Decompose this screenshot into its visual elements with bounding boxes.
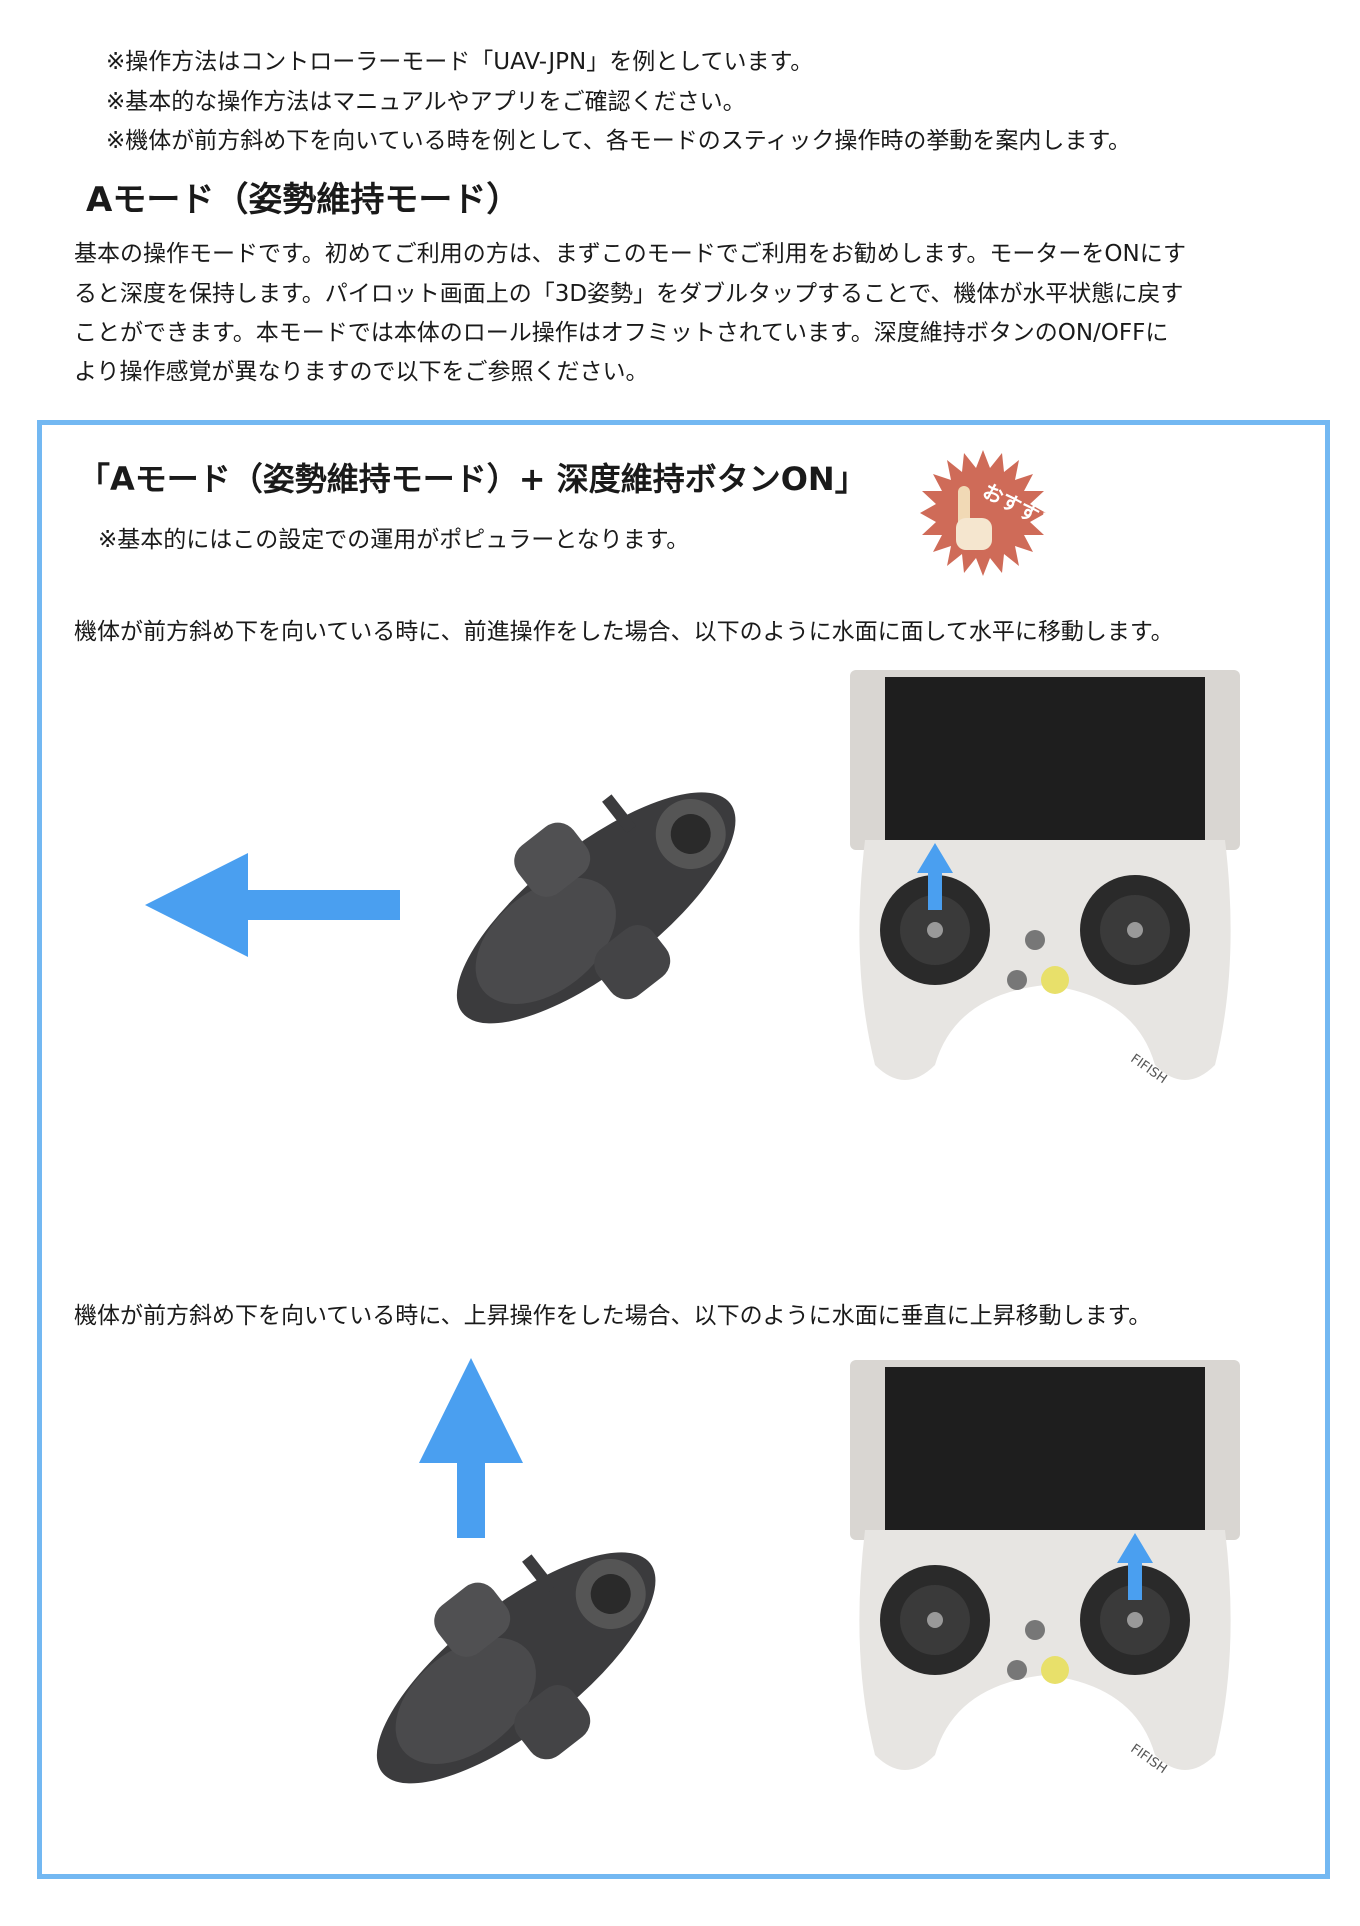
arrow-up-icon [419, 1358, 523, 1538]
controller-image: FIFISH [850, 1360, 1240, 1777]
box-note: ※基本的にはこの設定での運用がポピュラーとなります。 [98, 527, 690, 553]
controller-image: FIFISH [850, 670, 1240, 1087]
recommend-badge: おすすめ! [920, 450, 1048, 576]
section-title: Aモード（姿勢維持モード） [86, 180, 521, 220]
note-3: ※機体が前方斜め下を向いている時を例として、各モードのスティック操作時の挙動を案… [106, 128, 1132, 154]
underwater-drone-image [376, 1552, 656, 1784]
description-line: より操作感覚が異なりますので以下をご参照ください。 [74, 359, 649, 385]
arrow-left-icon [145, 853, 400, 957]
note-1: ※操作方法はコントローラーモード「UAV-JPN」を例としています。 [106, 49, 814, 75]
note-2: ※基本的な操作方法はマニュアルやアプリをご確認ください。 [106, 89, 746, 115]
underwater-drone-image [456, 792, 736, 1024]
box-title: 「Aモード（姿勢維持モード）+ 深度維持ボタンON」 [78, 460, 867, 498]
description-line: 基本の操作モードです。初めてご利用の方は、まずこのモードでご利用をお勧めします。… [74, 241, 1186, 267]
caption-forward: 機体が前方斜め下を向いている時に、前進操作をした場合、以下のように水面に面して水… [74, 619, 1174, 645]
mode-box [37, 420, 1330, 1879]
description-line: ことができます。本モードでは本体のロール操作はオフミットされています。深度維持ボ… [74, 320, 1169, 346]
description-line: ると深度を保持します。パイロット画面上の「3D姿勢」をダブルタップすることで、機… [74, 281, 1184, 307]
caption-ascend: 機体が前方斜め下を向いている時に、上昇操作をした場合、以下のように水面に垂直に上… [74, 1303, 1152, 1329]
